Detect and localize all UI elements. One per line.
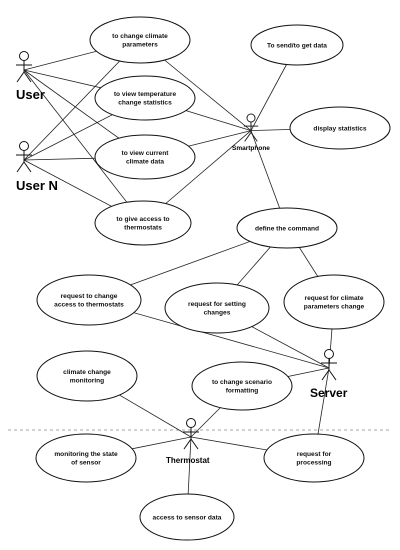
use-case-ellipse (164, 282, 270, 334)
use-case-label: parameters change (304, 304, 365, 311)
use-case-uc4: to give access to thermostats (94, 200, 192, 246)
use-case-uc8: request to change access to thermostats (36, 274, 142, 326)
actor-user: User (16, 51, 45, 102)
use-case-label: request for (297, 451, 332, 458)
edge-user-uc4 (23, 69, 144, 224)
use-case-uc9: request for setting changes (164, 282, 270, 334)
use-case-uc3: to view current climate data (94, 134, 196, 180)
actor-label: Server (310, 386, 348, 400)
use-case-label: request for setting (188, 301, 246, 308)
use-case-label: change statistics (118, 100, 172, 107)
use-case-uc11: climate change monitoring (36, 350, 138, 402)
use-case-label: to give access to (116, 216, 169, 223)
use-case-label: to view temperature (114, 91, 177, 98)
use-case-ellipse (289, 106, 391, 150)
actor-label: User N (16, 178, 58, 193)
use-case-uc5: To send/to get data (250, 24, 344, 66)
use-case-label: monitoring the state (54, 451, 118, 458)
actor-label: Smartphone (232, 145, 270, 152)
use-case-ellipse (89, 16, 191, 64)
use-case-uc2: to view temperature change statistics (94, 75, 196, 121)
use-case-ellipse (236, 207, 338, 249)
use-case-ellipse (191, 361, 293, 411)
use-case-ellipse (283, 274, 385, 330)
actor-smartphone: Smartphone (232, 113, 270, 152)
use-case-label: thermostats (124, 225, 162, 232)
use-case-ellipse (36, 274, 142, 326)
use-case-label: access to sensor data (153, 514, 222, 521)
actor-thermostat: Thermostat (166, 418, 210, 465)
use-case-label: processing (296, 460, 331, 467)
stick-figure-icon (16, 51, 32, 83)
stick-figure-icon (243, 113, 259, 142)
use-case-label: request for climate (305, 295, 364, 302)
use-case-uc6: display statistics (289, 106, 391, 150)
use-case-ellipse (94, 134, 196, 180)
use-case-label: to change climate (112, 33, 168, 40)
actor-label: Thermostat (166, 456, 210, 465)
actor-server: Server (310, 349, 348, 400)
use-case-label: to change scenario (212, 379, 272, 386)
stick-figure-icon (183, 418, 199, 450)
use-case-label: parameters (122, 42, 158, 49)
actor-label: User (16, 87, 45, 102)
use-case-uc10: request for climate parameters change (283, 274, 385, 330)
use-case-ellipse (263, 433, 365, 483)
use-case-ellipse (139, 493, 235, 541)
use-case-label: of sensor (71, 460, 101, 467)
use-case-label: to view current (122, 150, 170, 157)
use-case-label: climate data (126, 159, 164, 166)
use-case-label: request to change (61, 293, 118, 300)
use-case-uc14: request for processing (263, 433, 365, 483)
use-case-label: formatting (226, 388, 259, 395)
use-case-label: define the command (255, 225, 319, 232)
use-case-ellipse (250, 24, 344, 66)
use-case-ellipse (36, 350, 138, 402)
use-case-label: climate change (63, 369, 111, 376)
use-case-uc15: access to sensor data (139, 493, 235, 541)
use-case-label: changes (204, 310, 231, 317)
use-case-label: monitoring (70, 378, 104, 385)
use-case-label: To send/to get data (267, 42, 327, 49)
use-case-label: access to thermostats (54, 302, 124, 309)
stick-figure-icon (321, 349, 337, 381)
use-case-uc13: monitoring the state of sensor (35, 433, 137, 483)
use-case-ellipse (94, 200, 192, 246)
use-case-uc12: to change scenario formatting (191, 361, 293, 411)
use-case-group: to change climate parameters to view tempe… (35, 16, 391, 541)
use-case-ellipse (35, 433, 137, 483)
use-case-uc1: to change climate parameters (89, 16, 191, 64)
actor-userN: User N (16, 141, 58, 193)
use-case-uc7: define the command (236, 207, 338, 249)
use-case-label: display statistics (313, 125, 366, 132)
stick-figure-icon (16, 141, 32, 173)
use-case-ellipse (94, 75, 196, 121)
